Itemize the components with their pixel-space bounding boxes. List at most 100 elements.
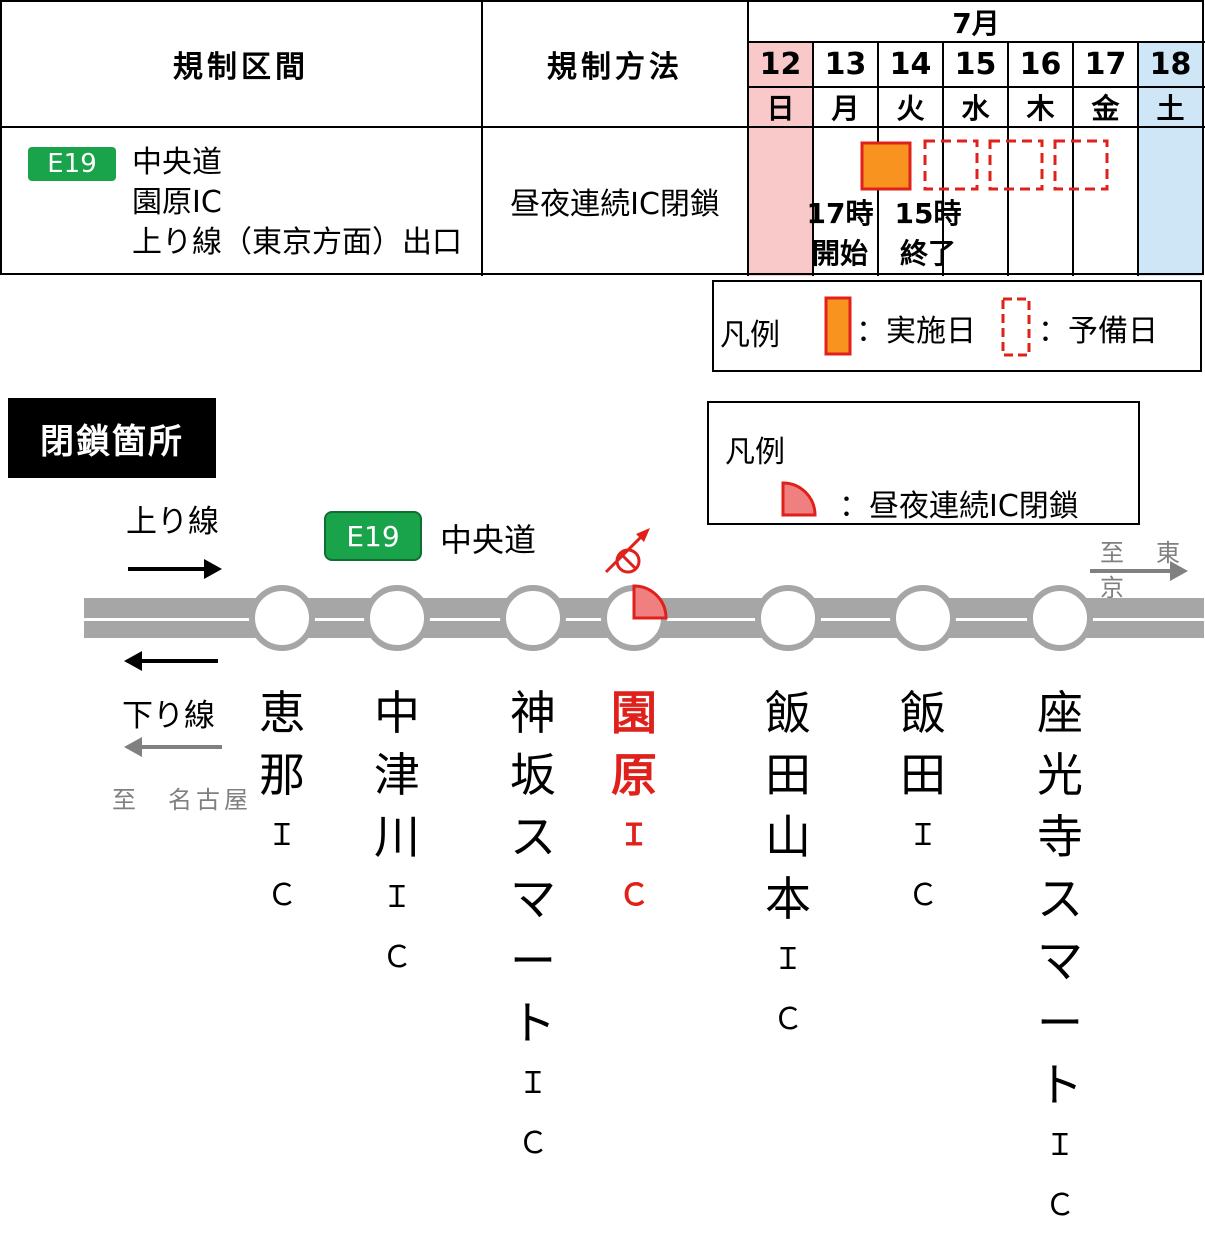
interchange-name-char: 光 xyxy=(1037,748,1083,802)
to-tokyo-arrow-icon xyxy=(1090,561,1188,581)
interchange-suffix-char: Ｃ xyxy=(908,878,938,913)
interchange-name-char: ー xyxy=(1037,996,1083,1050)
to-nagoya-arrow-icon xyxy=(124,737,222,757)
day-of-week: 金 xyxy=(1091,92,1120,125)
interchange-name-char: 寺 xyxy=(1037,810,1083,864)
to-nagoya-label: 至 名古屋 xyxy=(112,786,252,814)
day-of-week: 日 xyxy=(766,92,795,125)
interchange-name-char: ス xyxy=(1037,872,1083,926)
route-name: 中央道 xyxy=(132,145,222,180)
day-number: 16 xyxy=(1019,47,1062,82)
interchange-name-char: ス xyxy=(510,810,556,864)
interchange-name-char: ト xyxy=(510,996,556,1050)
section-header: 規制区間 xyxy=(173,49,309,85)
interchange-node xyxy=(500,585,566,651)
interchange-suffix-char: Ｉ xyxy=(773,942,803,977)
interchange-name-char: 川 xyxy=(374,810,420,864)
method-value: 昼夜連続IC閉鎖 xyxy=(510,187,720,222)
day-of-week: 水 xyxy=(961,92,990,125)
down-line-label: 下り線 xyxy=(122,698,215,734)
up-arrow-icon xyxy=(128,559,222,579)
day-number: 12 xyxy=(759,47,802,82)
interchange-name-char: 園 xyxy=(611,686,657,740)
reserve-label: ：予備日 xyxy=(1038,314,1158,349)
end-note: 15時 終了 xyxy=(888,194,968,274)
up-line-label: 上り線 xyxy=(126,504,219,540)
day-number: 13 xyxy=(824,47,867,82)
interchange-name-char: 飯 xyxy=(765,686,811,740)
interchange-suffix-char: Ｃ xyxy=(267,878,297,913)
map-legend-title: 凡例 xyxy=(725,435,785,470)
route-description: 中央道 園原IC 上り線（東京方面）出口 xyxy=(132,143,472,263)
start-note: 17時 開始 xyxy=(800,194,880,274)
interchange-name-char: 中 xyxy=(374,686,420,740)
schedule-legend: 凡例 ：実施日 ：予備日 xyxy=(712,280,1202,372)
day-of-week: 土 xyxy=(1156,92,1185,125)
interchange-name-char: 恵 xyxy=(259,686,305,740)
interchange-suffix-char: Ｃ xyxy=(619,878,649,913)
interchange-name-char: 津 xyxy=(374,748,420,802)
reserve-marker xyxy=(923,139,979,191)
interchange-suffix-char: Ｉ xyxy=(267,818,297,853)
route-badge: E19 xyxy=(28,147,116,181)
end-time: 15時 xyxy=(894,197,962,230)
closure-label: ：昼夜連続IC閉鎖 xyxy=(839,489,1079,524)
interchange-name-char: ト xyxy=(1037,1058,1083,1112)
down-arrow-icon xyxy=(124,651,218,671)
reserve-marker xyxy=(1053,139,1109,191)
day-column-18 xyxy=(1138,42,1203,276)
day-number: 15 xyxy=(954,47,997,82)
interchange-name-char: 那 xyxy=(259,748,305,802)
interchange-name-char: 原 xyxy=(611,748,657,802)
day-column-12 xyxy=(748,42,813,276)
interchange-name-char: 飯 xyxy=(900,686,946,740)
day-of-week: 月 xyxy=(831,92,860,125)
interchange-suffix-char: Ｃ xyxy=(382,940,412,975)
interchange-suffix-char: Ｉ xyxy=(908,818,938,853)
interchange-suffix-char: Ｉ xyxy=(1045,1128,1075,1163)
table-grid xyxy=(0,0,1205,276)
day-of-week: 火 xyxy=(896,92,925,125)
interchange-suffix-char: Ｃ xyxy=(773,1002,803,1037)
to-tokyo-label: 至 東京 xyxy=(1100,539,1184,602)
closed-exit-marker xyxy=(632,584,668,620)
exit-closed-icon xyxy=(604,528,650,574)
interchange-name-char: 山 xyxy=(765,810,811,864)
interchange-suffix-char: Ｃ xyxy=(518,1126,548,1161)
interchange-name-char: 坂 xyxy=(510,748,556,802)
day-number: 17 xyxy=(1084,47,1127,82)
reserve-marker xyxy=(988,139,1044,191)
interchange-node xyxy=(890,585,956,651)
interchange-name-char: 田 xyxy=(765,748,811,802)
interchange-node xyxy=(364,585,430,651)
interchange-name-char: 本 xyxy=(765,872,811,926)
interchange-name-char: マ xyxy=(1037,934,1083,988)
interchange-suffix-char: Ｉ xyxy=(518,1066,548,1101)
interchange-suffix-char: Ｃ xyxy=(1045,1188,1075,1223)
interchange-name-char: 座 xyxy=(1037,686,1083,740)
interchange-name-char: マ xyxy=(510,872,556,926)
map-route-badge: E19 xyxy=(324,511,422,561)
day-number: 18 xyxy=(1149,47,1192,82)
map-legend: 凡例 ：昼夜連続IC閉鎖 xyxy=(707,401,1140,525)
method-header: 規制方法 xyxy=(547,49,683,85)
end-label: 終了 xyxy=(899,237,956,270)
implementation-label: ：実施日 xyxy=(856,314,976,349)
implementation-marker xyxy=(860,141,912,191)
interchange-name-char: 田 xyxy=(900,748,946,802)
route-ic: 園原IC xyxy=(132,185,222,220)
closure-icon xyxy=(781,481,817,517)
schedule-legend-title: 凡例 xyxy=(720,318,780,353)
interchange-suffix-char: Ｉ xyxy=(619,818,649,853)
interchange-name-char: 神 xyxy=(510,686,556,740)
interchange-node xyxy=(1027,585,1093,651)
start-time: 17時 xyxy=(806,197,874,230)
